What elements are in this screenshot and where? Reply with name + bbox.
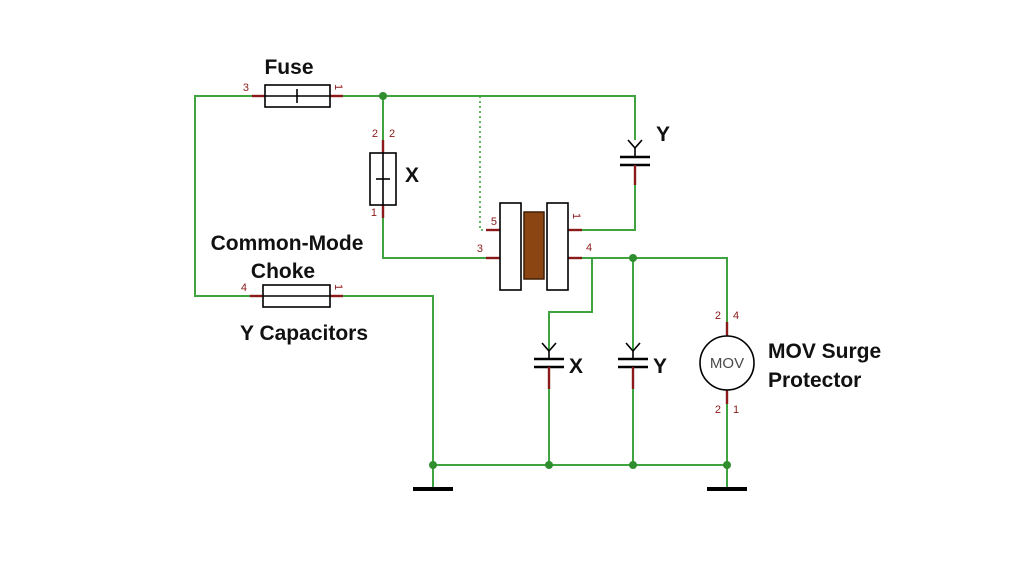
y-capacitor-top-component: Y — [620, 123, 670, 185]
x-capacitor-top-pin-bottom: 1 — [371, 207, 377, 219]
y-capacitor-top-label: Y — [656, 123, 670, 146]
mov-pin-top-right: 4 — [733, 310, 739, 322]
mov-pin-bottom-right: 1 — [733, 404, 739, 416]
choke-box-pin-right: 1 — [332, 284, 344, 290]
mov-body — [699, 335, 755, 391]
y-capacitors-label: Y Capacitors — [240, 322, 368, 345]
mov-caption-line2: Protector — [768, 369, 861, 392]
x-capacitor-top-pin-right: 2 — [389, 128, 395, 140]
choke-core — [523, 211, 545, 280]
choke-winding-right — [546, 202, 569, 291]
common-mode-label-line1: Common-Mode — [211, 232, 364, 255]
x-capacitor-top-label: X — [405, 164, 419, 187]
junction-bottom-rail-left — [429, 461, 437, 469]
wire-step-to-xcap-bottom — [548, 258, 593, 351]
wire-chokebox-to-ground — [343, 295, 434, 465]
fuse-component: 3 1 Fuse — [243, 56, 344, 108]
choke-pin-bottom-left: 3 — [477, 243, 483, 255]
y-capacitor-bottom-component: Y — [618, 342, 667, 389]
junction-bottom-rail-right — [723, 461, 731, 469]
x-capacitor-top-pin-left: 2 — [372, 128, 378, 140]
wire-xcap-to-choke-pin3 — [382, 218, 486, 259]
wire-choke-pin1-to-ycap — [582, 185, 636, 231]
x-capacitor-top-component: 2 2 1 X — [369, 128, 419, 219]
junction-bottom-rail-xcap — [545, 461, 553, 469]
mov-symbol-text: MOV — [710, 355, 744, 372]
choke-pin-top-left: 5 — [491, 216, 497, 228]
wire-top-rail — [343, 95, 636, 140]
mov-component: MOV 2 4 2 1 MOV Surge Protector — [699, 310, 881, 416]
mov-caption-line1: MOV Surge — [768, 340, 881, 363]
x-capacitor-bottom-component: X — [534, 342, 583, 389]
wire-choke-pin4-rail — [582, 257, 728, 322]
choke-box-component: 4 1 Common-Mode Choke Y Capacitors — [211, 232, 368, 345]
fuse-pin-number-left: 3 — [243, 82, 249, 94]
common-mode-label-line2: Choke — [251, 260, 315, 283]
junction-pin4-rail — [629, 254, 637, 262]
wire-input-left-loop — [194, 95, 252, 297]
wire-choke-pin5-branch — [479, 96, 486, 231]
choke-box-pin-left: 4 — [241, 282, 247, 294]
y-capacitor-bottom-label: Y — [653, 355, 667, 378]
junction-top-rail — [379, 92, 387, 100]
junction-bottom-rail-ycap — [629, 461, 637, 469]
choke-pin-bottom-right: 4 — [586, 242, 592, 254]
fuse-label: Fuse — [264, 56, 313, 79]
choke-winding-left — [499, 202, 522, 291]
mov-pin-top-left: 2 — [715, 310, 721, 322]
junction-dots — [379, 92, 731, 469]
mov-pin-bottom-left: 2 — [715, 404, 721, 416]
x-capacitor-bottom-label: X — [569, 355, 583, 378]
y-capacitor-top-arrow-icon — [627, 139, 643, 150]
choke-pin-top-right: 1 — [570, 213, 582, 219]
common-mode-choke-component: 5 3 1 4 — [477, 202, 592, 291]
fuse-pin-number-right: 1 — [332, 84, 344, 90]
